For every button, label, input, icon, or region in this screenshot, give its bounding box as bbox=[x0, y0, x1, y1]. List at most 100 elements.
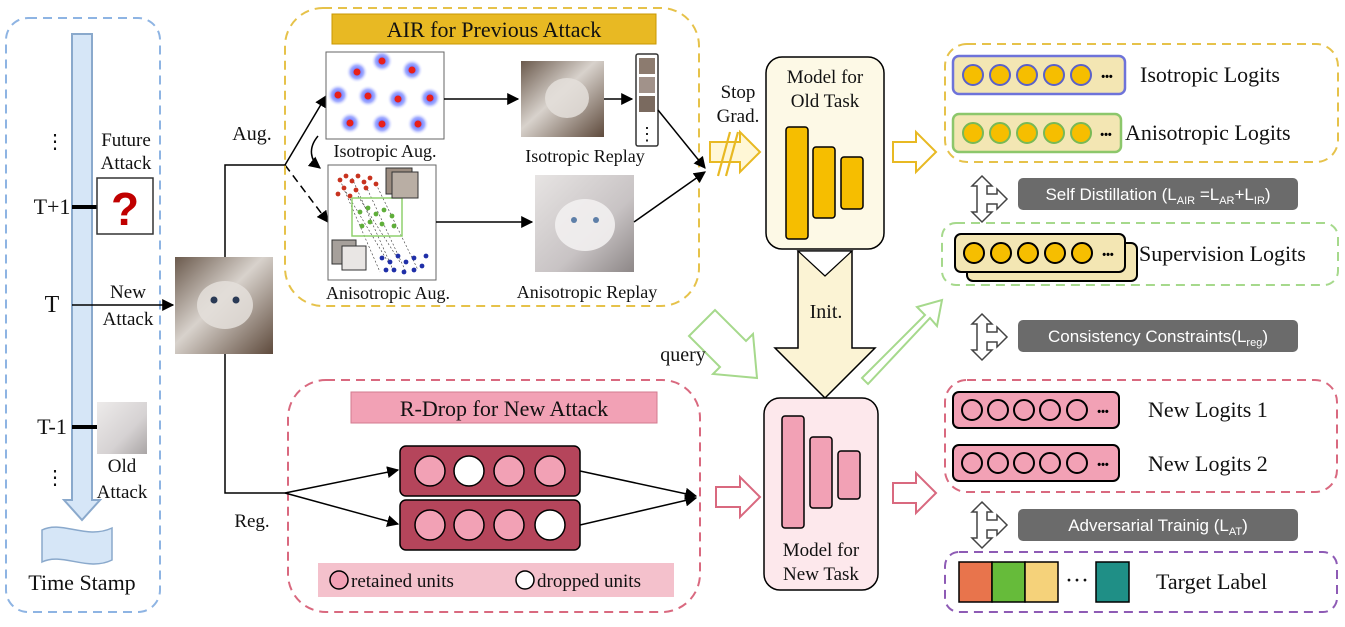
aniso-thumbnails bbox=[331, 167, 419, 271]
target-label-text: Target Label bbox=[1156, 569, 1267, 594]
new-logits-panel bbox=[944, 379, 1338, 493]
rdrop-title-box bbox=[350, 391, 658, 424]
input-cat-eye-right bbox=[232, 296, 240, 304]
aug-label: Aug. bbox=[232, 123, 271, 145]
timeline-arrow bbox=[61, 33, 103, 522]
reg-to-net2-arrow bbox=[284, 492, 400, 527]
iso-replay-face bbox=[545, 78, 589, 118]
label-t-minus-1: T-1 bbox=[37, 414, 67, 439]
target-ellipsis: ··· bbox=[1065, 568, 1089, 594]
new-model-layer-1 bbox=[781, 415, 805, 529]
red-cluster bbox=[335, 173, 379, 199]
legend-dropped-label: dropped units bbox=[537, 571, 641, 592]
supervision-flow-arrow bbox=[860, 298, 944, 386]
net2-unit-3 bbox=[493, 509, 525, 541]
old-model-layer-1 bbox=[785, 126, 809, 240]
blue-cluster bbox=[379, 253, 429, 275]
stop-grad-label-1: Stop bbox=[721, 82, 756, 103]
new-logits-2-label: New Logits 2 bbox=[1148, 451, 1268, 476]
input-cat-face bbox=[197, 281, 253, 329]
timeline-panel bbox=[5, 17, 161, 613]
anisotropic-logit-units bbox=[962, 122, 1092, 144]
anisotropic-replay-label: Anisotropic Replay bbox=[517, 282, 657, 302]
new-model-label-1: Model for bbox=[783, 540, 860, 561]
net1-unit-1 bbox=[414, 455, 446, 487]
aug-branch-line bbox=[224, 164, 285, 257]
self-distillation-bidir-icon bbox=[970, 174, 1009, 224]
time-stamp-label: Time Stamp bbox=[28, 570, 135, 595]
anisotropic-aug-label: Anisotropic Aug. bbox=[326, 283, 450, 303]
isotropic-aug-label: Isotropic Aug. bbox=[334, 141, 437, 161]
aniso-replay-to-old-model-arrow bbox=[633, 171, 706, 223]
rdrop-title: R-Drop for New Attack bbox=[400, 396, 608, 421]
air-title-box bbox=[331, 13, 657, 45]
rdrop-to-new-model-arrow bbox=[715, 474, 762, 520]
air-logits-panel bbox=[944, 43, 1339, 163]
aniso-replay-eye-left bbox=[571, 217, 577, 223]
old-model-label-1: Model for bbox=[787, 67, 864, 88]
stop-grad-arrow bbox=[709, 129, 762, 175]
new-logits-2-ellipsis: ••• bbox=[1097, 459, 1109, 471]
isotropic-logit-units bbox=[962, 64, 1092, 86]
target-cell-3 bbox=[1024, 561, 1059, 603]
input-cat-eye-left bbox=[210, 296, 218, 304]
ellipsis-bottom: ⋮ bbox=[45, 467, 65, 489]
target-cell-2 bbox=[991, 561, 1026, 603]
air-title: AIR for Previous Attack bbox=[387, 17, 601, 42]
legend-retained-label: retained units bbox=[351, 571, 454, 592]
replay-stack-ellipsis: ⋮ bbox=[638, 124, 656, 144]
new-model-label-2: New Task bbox=[783, 564, 859, 585]
new-attack-label-2: Attack bbox=[103, 309, 154, 330]
label-t: T bbox=[45, 292, 60, 318]
new-model-layer-3 bbox=[837, 450, 861, 500]
reg-to-net1-arrow bbox=[284, 466, 400, 494]
isotropic-points bbox=[327, 50, 441, 135]
new-attack-label-1: New bbox=[110, 282, 146, 303]
init-label: Init. bbox=[810, 301, 843, 323]
isotropic-logits-ellipsis: ••• bbox=[1101, 71, 1113, 83]
new-logits-1-ellipsis: ••• bbox=[1097, 406, 1109, 418]
new-model-layer-2 bbox=[809, 436, 833, 509]
old-attack-label-1: Old bbox=[108, 456, 137, 477]
anisotropic-logits-label: Anisotropic Logits bbox=[1125, 120, 1291, 145]
green-cluster bbox=[357, 205, 397, 229]
net2-unit-2 bbox=[453, 509, 485, 541]
stop-grad-slash-1 bbox=[716, 131, 732, 177]
aniso-replay-face bbox=[555, 199, 615, 251]
consistency-bidir-icon bbox=[970, 312, 1009, 362]
query-arrow bbox=[687, 308, 759, 380]
old-model-output-arrow bbox=[892, 129, 938, 175]
stop-grad-slash-2 bbox=[724, 131, 740, 177]
anisotropic-logits-ellipsis: ••• bbox=[1100, 129, 1112, 141]
supervision-logits-label: Supervision Logits bbox=[1139, 241, 1306, 266]
future-attack-label-2: Attack bbox=[101, 153, 152, 174]
target-cell-4 bbox=[1095, 561, 1130, 603]
target-cell-1 bbox=[958, 561, 993, 603]
reg-label: Reg. bbox=[234, 511, 269, 532]
net1-to-merge-arrow bbox=[579, 470, 698, 500]
supervision-logit-units bbox=[963, 242, 1093, 264]
stop-grad-label-2: Grad. bbox=[717, 106, 760, 127]
isotropic-replay-label: Isotropic Replay bbox=[525, 146, 644, 166]
ellipsis-top: ⋮ bbox=[45, 131, 65, 153]
air-panel bbox=[284, 7, 700, 307]
old-attack-label-2: Attack bbox=[97, 482, 148, 503]
isotropic-logits-label: Isotropic Logits bbox=[1140, 62, 1280, 87]
self-distillation-label: Self Distillation (LAIR =LAR+LIR) bbox=[1045, 185, 1270, 207]
new-logits-1-label: New Logits 1 bbox=[1148, 397, 1268, 422]
adversarial-box bbox=[1018, 509, 1298, 541]
replay-stack-item-3 bbox=[639, 96, 655, 112]
old-attack-image bbox=[97, 402, 147, 454]
aniso-replay-eye-right bbox=[593, 217, 599, 223]
new-logits-1-units bbox=[961, 399, 1088, 421]
aug-switch-arrow bbox=[307, 135, 321, 169]
aug-arrow-anisotropic bbox=[284, 164, 329, 223]
rdrop-legend bbox=[318, 563, 674, 597]
legend-retained-icon bbox=[329, 570, 349, 590]
net1-unit-4 bbox=[534, 455, 566, 487]
supervision-logits-ellipsis: ••• bbox=[1102, 249, 1114, 261]
label-t-plus-1: T+1 bbox=[34, 194, 71, 219]
query-label: query bbox=[660, 344, 706, 366]
new-model-output-arrow bbox=[892, 470, 938, 516]
